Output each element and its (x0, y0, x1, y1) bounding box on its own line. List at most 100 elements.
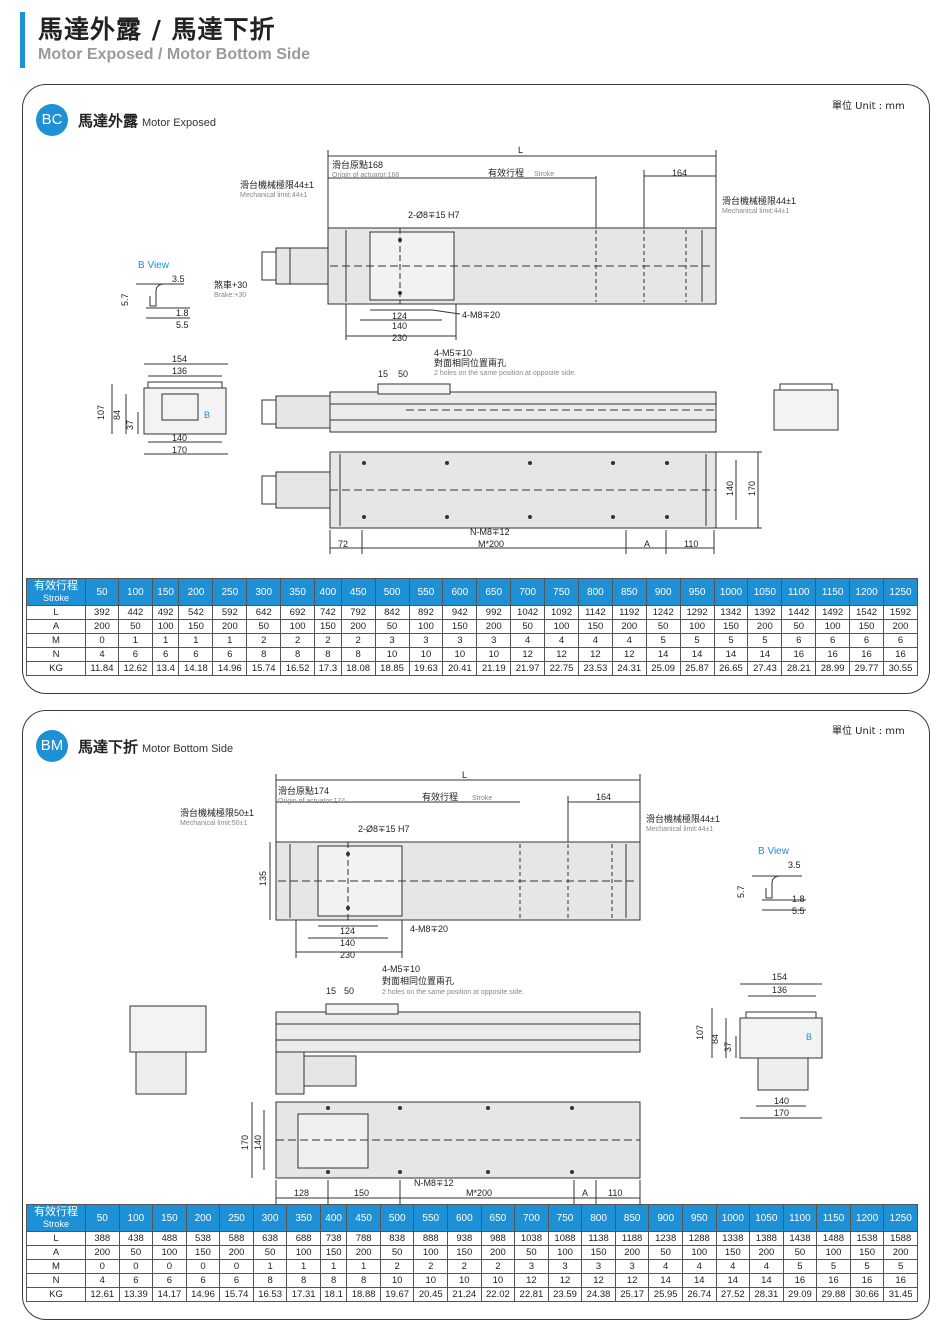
table-cell: 50 (252, 1245, 288, 1260)
table-cell: 3 (581, 1259, 616, 1274)
stroke-column-header: 1200 (849, 578, 884, 606)
table-cell: 1 (319, 1259, 348, 1274)
table-cell: 200 (749, 1245, 784, 1260)
mech-limit-left-en: Mechanical limit:44±1 (240, 192, 307, 199)
table-cell: 200 (346, 1245, 381, 1260)
table-cell: 14 (749, 1273, 784, 1288)
table-cell: 3 (547, 1259, 583, 1274)
table-cell: 29.88 (816, 1287, 851, 1302)
dim-110: 110 (684, 539, 698, 549)
m8-label: 4-M8∓20 (462, 310, 500, 320)
table-cell: 10 (480, 1273, 516, 1288)
table-cell: 15.74 (219, 1287, 254, 1302)
table-cell: 3 (614, 1259, 650, 1274)
table-cell: 50 (782, 1245, 818, 1260)
origin-label: 滑台原點168 (332, 159, 383, 170)
bottom-140: 140 (725, 481, 735, 496)
table-cell: 938 (447, 1231, 482, 1246)
stroke-column-header: 550 (413, 1204, 449, 1232)
mech-limit-right: 滑台機械極限44±1 (722, 195, 796, 206)
stroke-header-zh: 有效行程 (34, 580, 78, 592)
stroke-column-header: 450 (340, 578, 376, 606)
stroke-column-header: 50 (85, 1204, 120, 1232)
end-37: 37 (125, 420, 135, 430)
table-cell: 4 (681, 1259, 717, 1274)
table-cell: 0 (152, 1259, 187, 1274)
dim-128: 128 (294, 1188, 309, 1198)
stroke-column-header: 800 (577, 578, 613, 606)
table-cell: 838 (379, 1231, 415, 1246)
table-cell: 3 (476, 633, 512, 648)
table-cell: 27.52 (715, 1287, 751, 1302)
table-cell: 200 (883, 1245, 918, 1260)
table-cell: 16 (782, 1273, 818, 1288)
table-cell: 100 (547, 1245, 583, 1260)
table-cell: 23.59 (547, 1287, 583, 1302)
table-cell: 100 (816, 1245, 851, 1260)
table-cell: 200 (480, 1245, 516, 1260)
dim-164: 164 (672, 168, 687, 178)
stroke-column-header: 650 (480, 1204, 516, 1232)
stroke-label-bm: 有效行程 (422, 791, 458, 802)
dim-135: 135 (258, 871, 268, 886)
table-cell: 25.87 (679, 661, 715, 676)
brake-label-en: Brake:+30 (214, 292, 246, 299)
stroke-label-en: Stroke (534, 171, 554, 178)
table-cell: 5 (849, 1259, 885, 1274)
bottom-140-bm: 140 (253, 1135, 263, 1150)
table-cell: 12 (581, 1273, 616, 1288)
table-cell: 1438 (782, 1231, 818, 1246)
row-label: KG (26, 661, 86, 676)
row-label: A (26, 1245, 86, 1260)
stroke-header-en: Stroke (42, 593, 69, 603)
m8-label-bm: 4-M8∓20 (410, 924, 448, 934)
stroke-column-header: 550 (408, 578, 444, 606)
table-cell: 20.41 (442, 661, 478, 676)
table-cell: 1388 (749, 1231, 784, 1246)
dim-124: 124 (392, 311, 407, 321)
table-cell: 3 (514, 1259, 549, 1274)
table-cell: 11.84 (85, 661, 119, 676)
stroke-column-header: 600 (442, 578, 478, 606)
stroke-column-header: 250 (219, 1204, 254, 1232)
table-cell: 25.17 (614, 1287, 650, 1302)
table-cell: 16.53 (252, 1287, 288, 1302)
section-badge-bc: BC (36, 104, 68, 136)
end-84: 84 (112, 410, 122, 420)
b-marker-bm: B (806, 1032, 812, 1042)
dim-140-bm: 140 (340, 938, 355, 948)
table-cell: 4 (648, 1259, 683, 1274)
row-label: M (26, 1259, 86, 1274)
b-view-label: B View (138, 260, 170, 271)
stroke-column-header: 200 (185, 1204, 221, 1232)
table-cell: 1 (252, 1259, 288, 1274)
bview-18: 1.8 (176, 308, 189, 318)
stroke-column-header: 200 (178, 578, 214, 606)
table-cell: 0 (219, 1259, 254, 1274)
header-accent-bar (20, 12, 25, 68)
table-cell: 50 (648, 1245, 683, 1260)
bview-57-bm: 5.7 (736, 885, 746, 898)
table-cell: 150 (581, 1245, 616, 1260)
dim-A: A (644, 539, 650, 549)
table-cell: 1238 (648, 1231, 683, 1246)
motor-top (275, 247, 329, 285)
table-cell: 28.99 (815, 661, 851, 676)
stroke-column-header: 1200 (849, 1204, 885, 1232)
table-cell: 16 (883, 1273, 918, 1288)
m5-label-en-bm: 2 holes on the same position at opposite… (382, 989, 524, 996)
end-view-left (143, 387, 227, 435)
end-84-bm: 84 (710, 1034, 720, 1044)
stroke-column-header: 950 (681, 1204, 717, 1232)
table-cell: 0 (185, 1259, 221, 1274)
table-cell: 388 (85, 1231, 120, 1246)
stroke-column-header: 650 (476, 578, 512, 606)
motor-side (275, 395, 331, 429)
stroke-column-header: 500 (374, 578, 410, 606)
